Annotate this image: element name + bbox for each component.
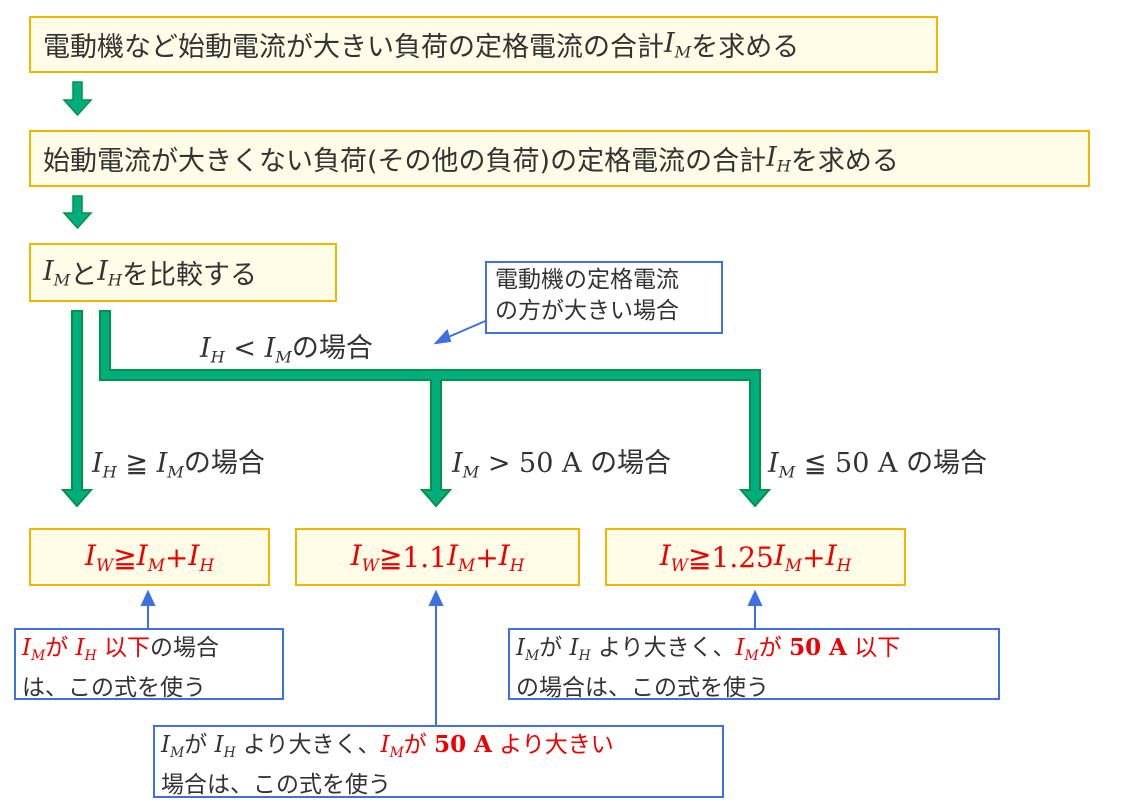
note-right-line2: の場合は、この式を使う — [516, 674, 769, 701]
note-left-line1: IMが IH 以下の場合 — [22, 635, 219, 664]
label-ih-lt-im: IH < IMの場合 — [200, 333, 373, 367]
step2-text: 始動電流が大きくない負荷(その他の負荷)の定格電流の合計 — [43, 146, 767, 177]
step-sum-other-current: 始動電流が大きくない負荷(その他の負荷)の定格電流の合計 IH を求める — [29, 130, 1090, 187]
var-ih: IH — [97, 255, 123, 290]
note-middle-line2: 場合は、この式を使う — [161, 771, 391, 798]
var-im: IM — [664, 27, 692, 62]
var-im: IM — [43, 255, 71, 290]
note-left: IMが IH 以下の場合 は、この式を使う — [14, 628, 284, 701]
callout-line2: の方が大きい場合 — [495, 298, 679, 324]
callout-motor-larger: 電動機の定格電流 の方が大きい場合 — [485, 261, 723, 334]
note-right-line1: IMが IH より大きく、IMが 50 A 以下 — [516, 634, 901, 664]
label-im-le-50: IM ≦ 50 A の場合 — [768, 448, 988, 482]
var-ih: IH — [766, 141, 791, 176]
note-left-line2: は、この式を使う — [22, 674, 206, 701]
step1-tail: を求める — [691, 32, 800, 63]
note-right: IMが IH より大きく、IMが 50 A 以下 の場合は、この式を使う — [508, 628, 1000, 701]
label-im-gt-50: IM > 50 A の場合 — [452, 448, 672, 482]
step2-tail: を求める — [790, 146, 899, 177]
step-sum-motor-current: 電動機など始動電流が大きい負荷の定格電流の合計 IM を求める — [29, 16, 938, 73]
callout-line1: 電動機の定格電流 — [495, 267, 679, 293]
arrow-ih-ge-im — [60, 310, 94, 508]
step-compare: IM と IH を比較する — [29, 243, 337, 302]
note-middle: IMが IH より大きく、IMが 50 A より大きい 場合は、この式を使う — [153, 725, 724, 798]
step3-mid: と — [70, 260, 98, 291]
step3-tail: を比較する — [122, 260, 258, 291]
arrow-down-icon — [62, 81, 93, 230]
note-middle-line1: IMが IH より大きく、IMが 50 A より大きい — [161, 731, 614, 761]
step1-text: 電動機など始動電流が大きい負荷の定格電流の合計 — [43, 32, 664, 63]
label-ih-ge-im: IH ≧ IMの場合 — [92, 448, 265, 482]
branch-ih-lt-im — [99, 310, 772, 508]
formula-box-1: IW ≧ IM + IH — [29, 528, 270, 586]
